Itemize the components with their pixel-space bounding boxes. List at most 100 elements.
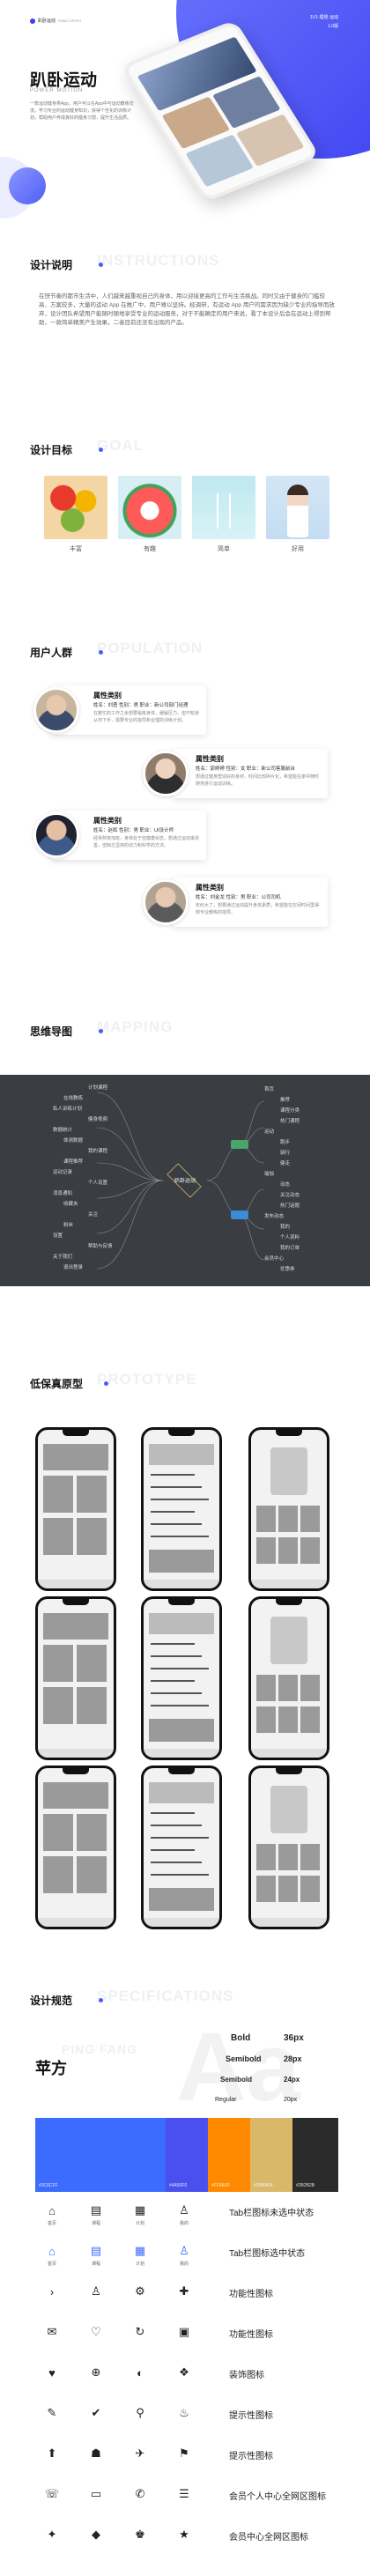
persona-meta: 姓名：郭婷婷 性别：女 职业：新公司客服前台 xyxy=(196,766,296,772)
wireframe-header xyxy=(149,1613,214,1634)
icon-row-label: 提示性图标 xyxy=(229,2411,273,2421)
mindmap-node: 发布动态 xyxy=(264,1214,285,1219)
wireframe-line xyxy=(151,1862,202,1863)
wireframe-block xyxy=(149,1719,214,1742)
hero-section: 趴卧运动 PAWO SPORT 1V1·理想·运动 1.0版 趴卧运动 POWE… xyxy=(0,0,370,238)
wireframe-line xyxy=(151,1523,202,1525)
mindmap-node: 帮助与反馈 xyxy=(88,1244,113,1249)
section-dot xyxy=(99,1998,103,2002)
wireframe-line xyxy=(151,1474,195,1476)
mindmap-branch-right-2 xyxy=(231,1210,248,1219)
mindmap-node: 数据统计 xyxy=(53,1128,73,1133)
phone-notch xyxy=(168,1430,195,1436)
wireframe-card xyxy=(77,1856,107,1893)
wireframe-tabbar xyxy=(251,1749,327,1758)
mindmap-node: 会员中心 xyxy=(264,1256,285,1262)
wireframe-card xyxy=(43,1518,73,1555)
mail-icon: ✉ xyxy=(47,2325,57,2338)
wireframe-block xyxy=(149,1888,214,1911)
add-circle-icon: ⊕ xyxy=(91,2365,101,2379)
font-en-watermark: PING FANG xyxy=(62,2042,138,2056)
brand-text: 趴卧运动 xyxy=(38,19,56,24)
wireframe-line xyxy=(151,1511,195,1513)
wireframe-banner xyxy=(43,1444,108,1470)
refresh-icon: ↻ xyxy=(135,2325,145,2338)
persona-card: 属性类别 姓名：刘金龙 性别：男 职业：公司司机 年纪大了，想要通过运动提升身体… xyxy=(173,877,328,927)
icon-row-label: 提示性图标 xyxy=(229,2452,273,2461)
wireframe-thumb xyxy=(278,1876,298,1902)
wireframe-line xyxy=(151,1837,209,1839)
wireframe-tabbar xyxy=(144,1580,219,1588)
app-intro: 一款运动健身类App，用户可以在App中与运动教练交流，学习专业的运动健身知识，… xyxy=(30,101,134,121)
check-icon: ✔ xyxy=(91,2406,101,2419)
mindmap-node: 瑜伽 xyxy=(264,1172,275,1177)
mindmap-node: 个人资料 xyxy=(280,1235,300,1240)
wireframe-banner xyxy=(43,1782,108,1809)
heart-filled-icon: ♥ xyxy=(48,2365,56,2380)
section-design-intro: INSTRUCTIONS 设计说明 在快节奏的都市生活中，人们越来越重视自己的身… xyxy=(0,247,370,405)
top-right-sub: 1.0版 xyxy=(328,24,338,29)
font-weight-name: Semibold xyxy=(220,2076,253,2084)
section-title: 设计规范 xyxy=(30,1995,73,2007)
hot-icon: ♨ xyxy=(179,2406,189,2419)
icon-caption: 课程 xyxy=(91,2261,100,2267)
persona-desc: 经常熬夜加班，身体处于亚健康状态，想通过运动来改善，但缺乏坚持的动力和科学的方法… xyxy=(93,836,200,848)
sparkle-icon: ✦ xyxy=(47,2528,57,2541)
phone-notch xyxy=(276,1430,302,1436)
goal-image-fruit xyxy=(44,476,107,539)
wireframe-thumb xyxy=(300,1706,320,1733)
mindmap-node: 跑步 xyxy=(280,1140,291,1145)
icon-caption: 首页 xyxy=(47,2221,56,2226)
diamond-icon: ◆ xyxy=(92,2528,100,2541)
icon-row-label: 会员个人中心全网区图标 xyxy=(229,2492,326,2502)
mindmap-node: 收藏夹 xyxy=(63,1202,78,1207)
send-icon: ✈ xyxy=(135,2446,145,2460)
mindmap-node: 计划课程 xyxy=(88,1085,108,1091)
wireframe-card xyxy=(77,1476,107,1513)
wireframe-thumb xyxy=(256,1537,276,1564)
card-icon: ▭ xyxy=(90,2487,102,2500)
font-weight-name: Semibold xyxy=(226,2054,262,2063)
goal-girl-shape xyxy=(287,485,308,537)
icon-row-label: 装饰图标 xyxy=(229,2371,264,2380)
section-dot xyxy=(99,650,103,655)
section-en-watermark: GOAL xyxy=(97,437,144,454)
phone-notch xyxy=(168,1599,195,1605)
wireframe-line xyxy=(151,1680,195,1682)
section-en-watermark: PROTOTYPE xyxy=(97,1371,197,1388)
chevron-right-icon: › xyxy=(49,2284,55,2298)
mindmap-node: 骑行 xyxy=(280,1151,291,1156)
brand-icon xyxy=(30,18,35,24)
section-spec: SPECIFICATIONS 设计规范 Aa PING FANG 苹方 Bold… xyxy=(0,1982,370,2576)
wireframe-card xyxy=(43,1645,73,1682)
call-icon: ✆ xyxy=(135,2487,145,2500)
phone-notch xyxy=(63,1599,89,1605)
goal-caption: 好用 xyxy=(292,546,304,552)
icon-caption: 我的 xyxy=(179,2221,189,2226)
font-weight-size: 36px xyxy=(284,2033,304,2043)
mindmap-node: 体测数据 xyxy=(63,1138,84,1144)
wireframe-line xyxy=(151,1812,195,1814)
prototype-phone xyxy=(141,1765,222,1929)
wireframe-thumb xyxy=(278,1706,298,1733)
mindmap-node: 关于我们 xyxy=(53,1255,73,1260)
mindmap-node: 退出登录 xyxy=(63,1265,84,1270)
goal-caption: 有趣 xyxy=(144,546,156,552)
wireframe-thumb xyxy=(256,1844,276,1870)
star-icon: ★ xyxy=(179,2528,189,2541)
mindmap-node: 私人训练计划 xyxy=(53,1107,83,1112)
font-weight-name: Bold xyxy=(231,2033,251,2043)
wireframe-thumb xyxy=(300,1537,320,1564)
plan-icon: ▦ xyxy=(134,2244,146,2257)
wireframe-card xyxy=(43,1856,73,1893)
mindmap-node: 课程推荐 xyxy=(63,1159,84,1165)
wireframe-thumb xyxy=(256,1706,276,1733)
phone-notch xyxy=(276,1768,302,1774)
home-outline-icon: ☗ xyxy=(91,2446,101,2460)
wireframe-figure xyxy=(270,1786,307,1833)
color-swatch-label: #3C6CFF xyxy=(39,2183,58,2188)
icon-row-label: 功能性图标 xyxy=(229,2290,273,2299)
phone-icon: ☏ xyxy=(44,2487,60,2500)
section-en-watermark: MAPPING xyxy=(97,1018,174,1035)
user-icon: ♙ xyxy=(91,2284,101,2298)
